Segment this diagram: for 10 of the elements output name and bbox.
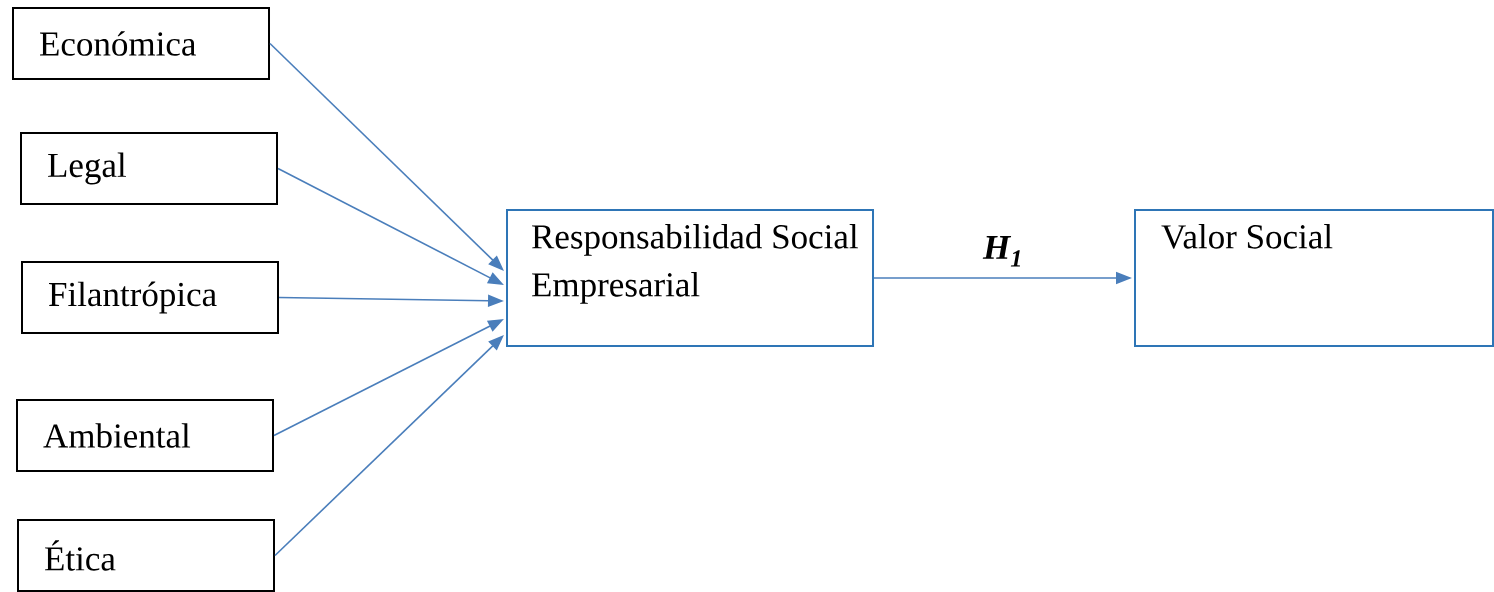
edge-label: H$_{1}$ <box>982 235 1020 267</box>
construct-box: Responsabilidad Social Empresarial <box>506 209 874 347</box>
concept-box: Legal <box>20 132 278 205</box>
concept-box: Económica <box>12 7 270 80</box>
concept-box: Filantrópica <box>21 261 279 334</box>
arrow <box>274 335 504 557</box>
construct-box: Valor Social <box>1134 209 1494 347</box>
concept-box: Ética <box>17 519 275 592</box>
concept-box: Ambiental <box>16 399 274 472</box>
arrow <box>269 42 504 271</box>
